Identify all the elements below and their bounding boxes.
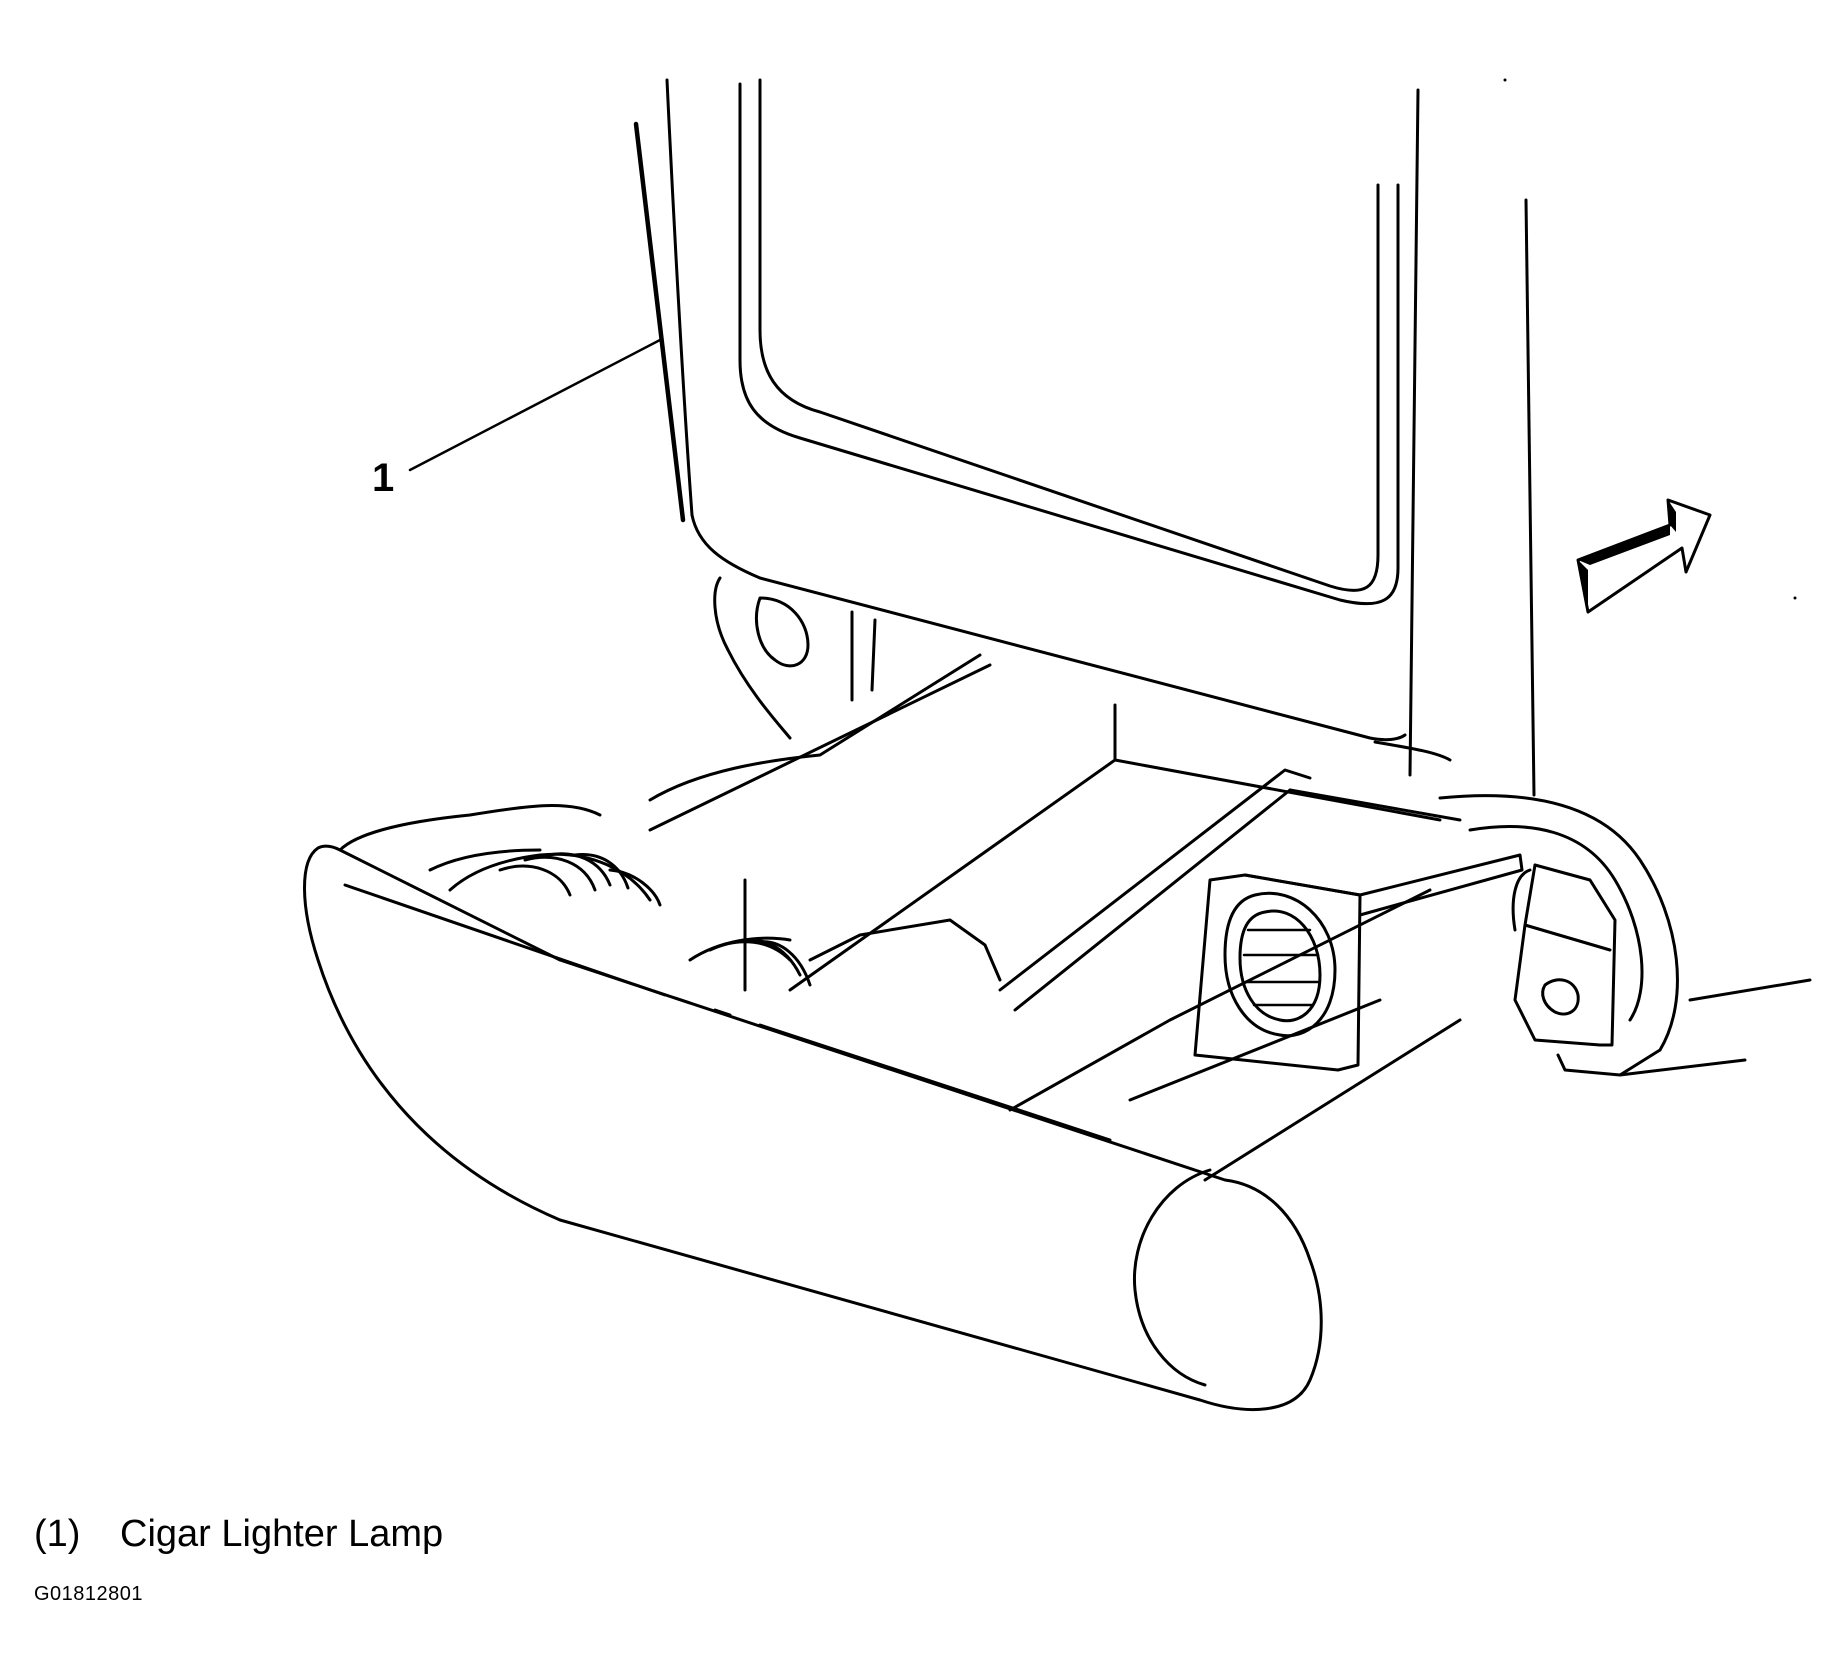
legend: (1) Cigar Lighter Lamp xyxy=(34,1515,443,1553)
callout-leader xyxy=(408,338,662,472)
ribbed-knob-cylinders xyxy=(448,852,1002,987)
figure-id: G01812801 xyxy=(34,1583,144,1605)
instrument-panel-body xyxy=(633,78,1536,797)
left-mounting-bracket xyxy=(713,576,877,740)
cigar-lighter-socket xyxy=(1193,853,1524,1072)
forward-arrow-icon xyxy=(1576,498,1712,614)
lighter-housing xyxy=(648,653,1462,1112)
legend-item-number: (1) xyxy=(34,1513,81,1555)
legend-item: (1) Cigar Lighter Lamp xyxy=(34,1515,443,1553)
right-mounting-tab xyxy=(1438,794,1812,1077)
callout-number-1: 1 xyxy=(372,456,395,500)
legend-item-label: Cigar Lighter Lamp xyxy=(120,1513,444,1555)
ashtray-drawer xyxy=(303,804,1462,1411)
